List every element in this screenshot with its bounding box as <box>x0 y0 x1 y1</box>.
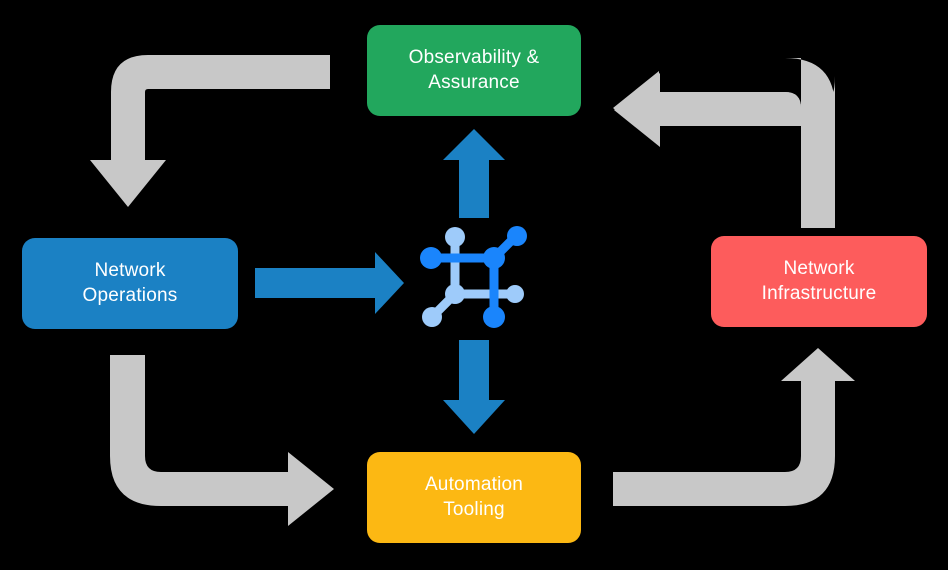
network-topology-icon <box>420 226 527 328</box>
arrow-operations-to-automation <box>110 355 334 526</box>
arrow-center-to-observability <box>443 129 505 218</box>
box-network-infrastructure-label: Network Infrastructure <box>761 258 877 304</box>
arrow-infrastructure-to-observability-shape <box>614 73 835 228</box>
arrow-operations-to-center <box>255 252 404 314</box>
box-observability-label: Observability & Assurance <box>408 47 540 93</box>
box-automation-tooling-label: Automation Tooling <box>424 474 524 520</box>
box-network-infrastructure[interactable]: Network Infrastructure <box>711 236 927 327</box>
arrow-center-to-automation <box>443 340 505 434</box>
box-automation-tooling[interactable]: Automation Tooling <box>367 452 581 543</box>
box-network-operations-label: Network Operations <box>82 260 178 306</box>
box-observability-assurance[interactable]: Observability & Assurance <box>367 25 581 116</box>
arrow-automation-to-infrastructure <box>613 348 855 506</box>
arrow-observability-to-operations <box>90 55 330 207</box>
box-network-operations[interactable]: Network Operations <box>22 238 238 329</box>
